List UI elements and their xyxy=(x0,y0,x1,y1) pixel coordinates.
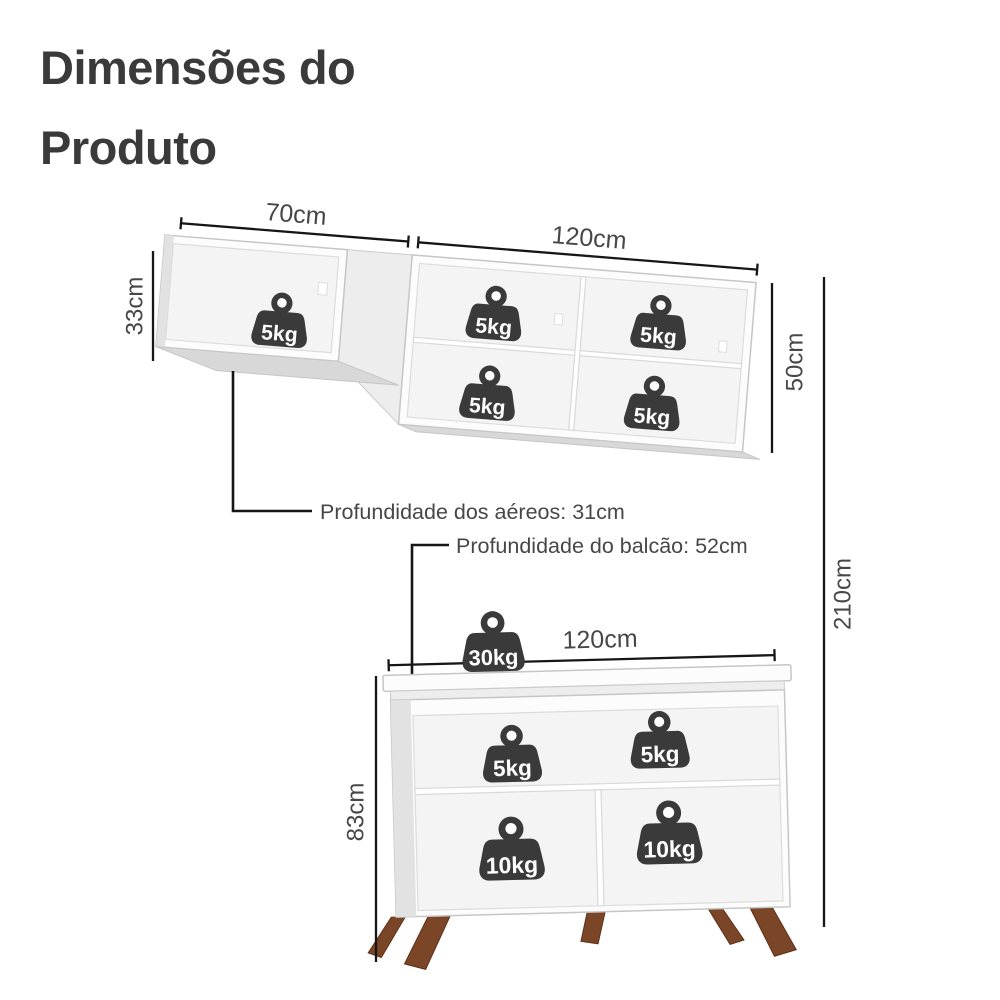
cabinet-leg xyxy=(748,904,797,957)
lower-depth-leader-line xyxy=(410,543,449,675)
cabinet-leg xyxy=(706,906,745,945)
counter-height-label: 83cm xyxy=(342,783,369,842)
upper-left-width-dimension-line xyxy=(180,222,409,243)
upper-depth-leader-line xyxy=(231,371,312,513)
weight-icon: 30kg xyxy=(461,610,526,673)
upper-right-cabinet-underside xyxy=(398,423,761,460)
upper-right-cabinet-divider xyxy=(568,275,587,432)
weight-label: 5kg xyxy=(640,741,679,767)
page-title: Dimensões do Produto xyxy=(40,41,356,174)
upper-left-height-label: 33cm xyxy=(121,277,148,336)
counter-cabinet-side-panel xyxy=(390,699,417,918)
upper-depth-note: Profundidade dos aéreos: 31cm xyxy=(320,500,625,524)
upper-right-width-label: 120cm xyxy=(551,221,628,255)
weight-label: 5kg xyxy=(260,320,298,347)
hinge-mark xyxy=(553,312,564,326)
weight-icon: 10kg xyxy=(635,799,703,865)
upper-left-width-label: 70cm xyxy=(264,198,327,231)
weight-icon: 5kg xyxy=(458,363,519,422)
weight-icon: 5kg xyxy=(250,290,311,349)
weight-label: 10kg xyxy=(485,851,538,878)
weight-label: 5kg xyxy=(493,755,532,781)
cabinet-leg xyxy=(367,916,407,959)
weight-icon: 5kg xyxy=(629,710,690,769)
counter-width-dimension-line xyxy=(388,653,775,667)
total-height-label: 210cm xyxy=(829,558,856,630)
counter-cabinet-group: 120cm 30kg 5kg 5kg xyxy=(367,610,797,970)
weight-label: 5kg xyxy=(639,323,677,350)
hinge-mark xyxy=(717,340,728,353)
weight-label: 30kg xyxy=(468,644,518,670)
upper-right-height-label: 50cm xyxy=(781,333,808,392)
dimension-tick xyxy=(406,235,410,248)
upper-left-cabinet-underside xyxy=(155,346,399,386)
counter-width-label: 120cm xyxy=(562,625,638,655)
weight-icon: 5kg xyxy=(464,283,525,342)
lower-depth-note: Profundidade do balcão: 52cm xyxy=(456,534,748,558)
upper-left-cabinet-side-panel xyxy=(156,235,174,348)
dimension-tick xyxy=(416,236,420,249)
upper-cabinets-group: 70cm 120cm 5kg xyxy=(155,198,761,460)
weight-label: 5kg xyxy=(633,403,671,430)
weight-icon: 5kg xyxy=(481,724,543,783)
weight-label: 5kg xyxy=(474,313,512,340)
weight-label: 10kg xyxy=(643,835,696,862)
weight-icon: 5kg xyxy=(623,373,684,432)
counter-cabinet-divider xyxy=(594,789,605,907)
weight-icon: 5kg xyxy=(629,292,690,352)
weight-label: 5kg xyxy=(468,393,506,420)
dimension-tick xyxy=(179,217,183,230)
dimension-tick xyxy=(755,263,759,276)
upper-right-width-dimension-line xyxy=(418,241,758,271)
cabinet-leg xyxy=(403,913,452,970)
cabinet-leg xyxy=(580,911,606,945)
hinge-mark xyxy=(317,281,329,296)
weight-icon: 10kg xyxy=(477,815,546,881)
